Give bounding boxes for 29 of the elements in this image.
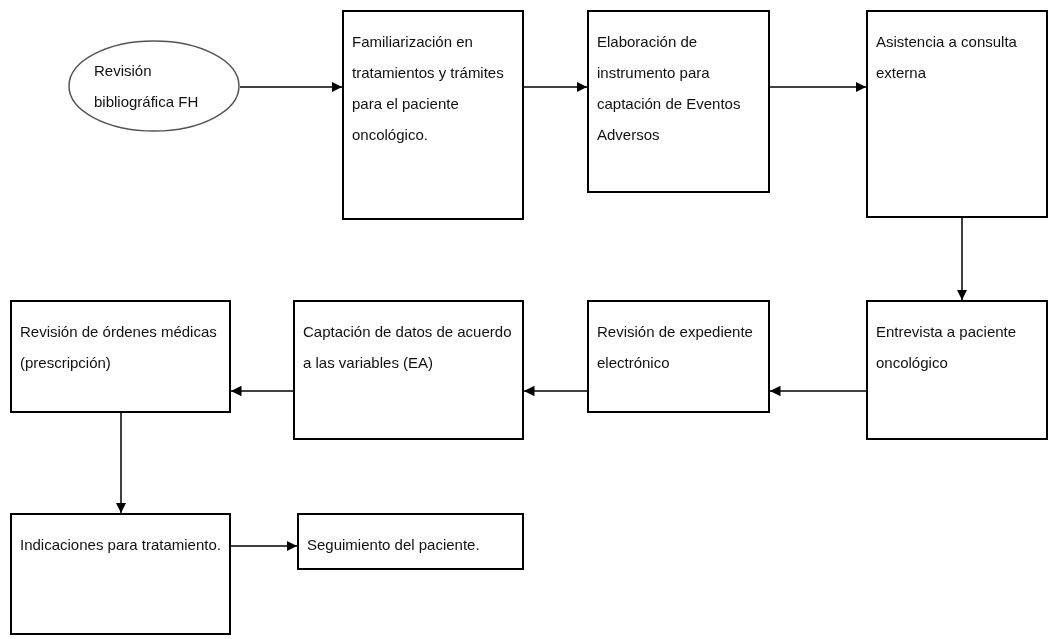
step-text: Revisión de órdenes médicas (prescripción) bbox=[20, 322, 218, 373]
step-text: Elaboración de instrumento para captación de Eventos Adversos bbox=[597, 32, 742, 145]
process-box bbox=[342, 10, 524, 220]
step-text: Asistencia a consulta externa bbox=[876, 32, 1018, 83]
arrow bbox=[239, 81, 343, 93]
arrow bbox=[956, 217, 968, 301]
process-box bbox=[866, 10, 1048, 218]
arrow bbox=[230, 385, 294, 397]
terminal-ellipse bbox=[68, 40, 240, 132]
step-text: Revisión bibliográfica FH bbox=[94, 61, 200, 112]
process-box bbox=[866, 300, 1048, 440]
step-text: Familiarización en tratamientos y trámites para el paciente oncológico. bbox=[352, 32, 505, 145]
step-text: Revisión de expediente electrónico bbox=[597, 322, 754, 373]
arrow bbox=[769, 385, 867, 397]
arrow bbox=[230, 540, 298, 552]
step-text: Captación de datos de acuerdo a las variables (EA) bbox=[303, 322, 513, 373]
arrow bbox=[523, 81, 588, 93]
process-box bbox=[10, 300, 231, 413]
process-box bbox=[10, 513, 231, 635]
step-text: Seguimiento del paciente. bbox=[307, 535, 481, 555]
arrow bbox=[115, 412, 127, 514]
step-text: Indicaciones para tratamiento. bbox=[20, 535, 221, 555]
step-text: Entrevista a paciente oncológico bbox=[876, 322, 1018, 373]
process-box bbox=[587, 300, 770, 413]
arrow bbox=[769, 81, 867, 93]
process-box bbox=[587, 10, 770, 193]
arrow bbox=[523, 385, 588, 397]
process-box bbox=[297, 513, 524, 570]
process-box bbox=[293, 300, 524, 440]
